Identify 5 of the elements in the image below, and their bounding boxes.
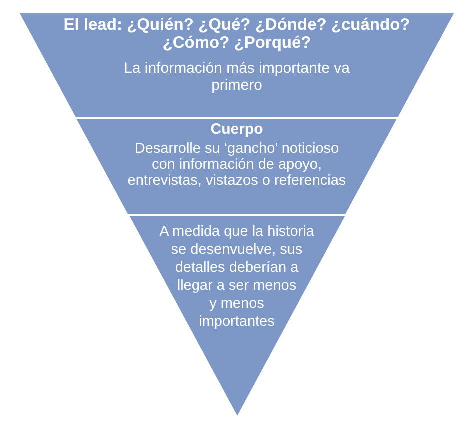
band-text: Desarrolle su ‘gancho’ noticioso con información de apoyo, entrevistas, vistazos o referencias [126,140,348,190]
band-text: La información más importante va primero [123,60,351,95]
band-text: A medida que la historia se desenvuelve, sus detalles deberían a llegar a ser menos y menos importantes [160,224,314,330]
band-heading: Cuerpo [210,122,264,139]
band-heading: El lead: ¿Quién? ¿Qué? ¿Dónde? ¿cuándo? ¿Cómo? ¿Porqué? [62,16,412,53]
